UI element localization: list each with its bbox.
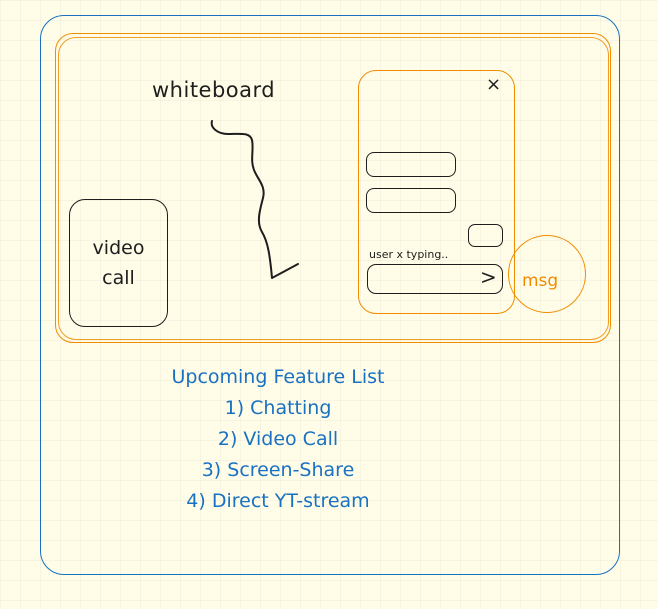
feature-list-item: 4) Direct YT-stream: [186, 490, 370, 512]
typing-indicator: user x typing..: [369, 248, 449, 261]
app-frame: [55, 33, 611, 343]
outer-frame: [40, 15, 620, 575]
chat-panel: [358, 70, 515, 314]
message-input[interactable]: [367, 264, 503, 294]
app-frame-sketch-line: [58, 37, 609, 340]
feature-list-item: 3) Screen-Share: [201, 459, 355, 481]
chat-message-bubble-reply: [468, 224, 503, 247]
msg-button-label: msg: [522, 271, 559, 291]
video-call-box[interactable]: video call: [69, 199, 168, 327]
video-call-label-line2: call: [102, 267, 135, 289]
chat-message-bubble-1: [366, 152, 456, 177]
feature-list-item: 2) Video Call: [217, 428, 339, 450]
chevron-right-icon[interactable]: >: [480, 265, 497, 289]
feature-list: Upcoming Feature List 1) Chatting 2) Vid…: [60, 362, 496, 517]
msg-toggle-button[interactable]: [508, 235, 586, 313]
feature-list-title: Upcoming Feature List: [171, 366, 385, 388]
video-call-label-line1: video: [92, 237, 145, 259]
whiteboard-label: whiteboard: [152, 78, 276, 102]
close-icon[interactable]: ×: [486, 74, 502, 95]
chat-message-bubble-2: [366, 188, 456, 213]
feature-list-item: 1) Chatting: [224, 397, 332, 419]
